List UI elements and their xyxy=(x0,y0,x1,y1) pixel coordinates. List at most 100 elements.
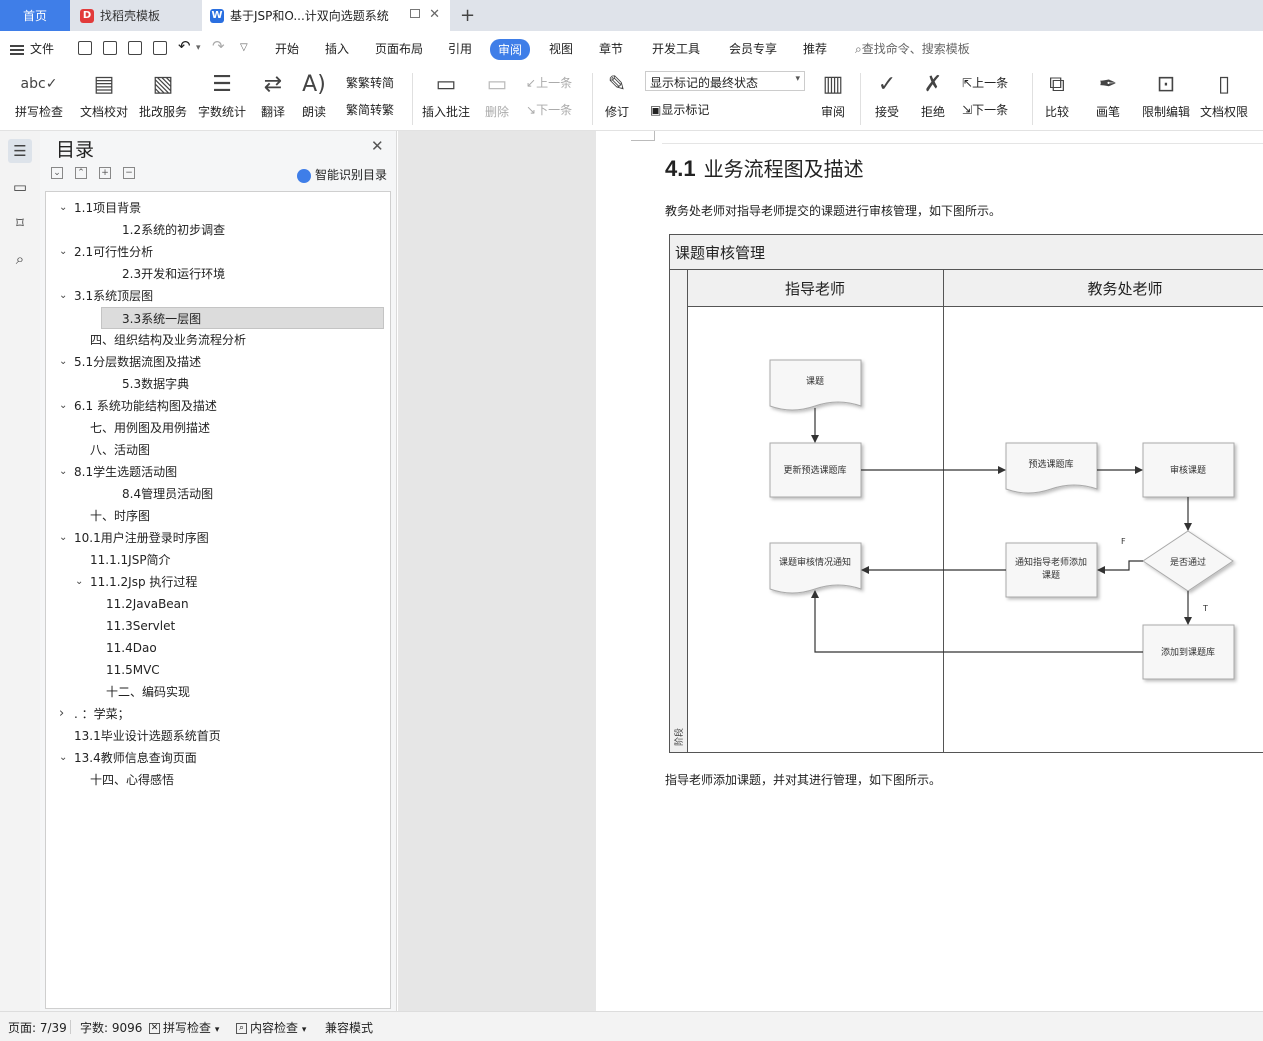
pen-button[interactable]: ✒ 画笔 xyxy=(1092,67,1124,131)
toc-item[interactable]: 2.3开发和运行环境 xyxy=(122,263,225,285)
toc-item[interactable]: ⌄5.1分层数据流图及描述 xyxy=(59,351,201,373)
toc-item[interactable]: 十四、心得感悟 xyxy=(90,769,174,791)
show-markup-button[interactable]: ▣显示标记 xyxy=(650,101,709,118)
batch-service-button[interactable]: ▧ 批改服务 xyxy=(136,67,190,131)
customize-toolbar-icon[interactable]: ▽ xyxy=(240,42,248,53)
toc-item[interactable]: 11.2JavaBean xyxy=(106,593,189,615)
restrict-edit-button[interactable]: ⊡ 限制编辑 xyxy=(1138,67,1194,131)
toc-item[interactable]: 11.5MVC xyxy=(106,659,160,681)
toc-item[interactable]: 5.3数据字典 xyxy=(122,373,189,395)
toc-item[interactable]: 十、时序图 xyxy=(90,505,150,527)
export-pdf-icon[interactable] xyxy=(103,41,117,55)
toc-item[interactable]: ⌄2.1可行性分析 xyxy=(59,241,153,263)
toc-item[interactable]: ›. ：学菜； xyxy=(59,703,130,725)
toc-item[interactable]: ⌄3.1系统顶层图 xyxy=(59,285,153,307)
menu-references[interactable]: 引用 xyxy=(448,42,473,56)
find-icon[interactable]: ⌕ xyxy=(15,250,25,268)
toc-item[interactable]: ⌄6.1 系统功能结构图及描述 xyxy=(59,395,217,417)
collapse-all-icon[interactable]: ⌃ xyxy=(75,167,87,179)
simp-to-trad-button[interactable]: 繁简转繁 xyxy=(346,101,394,118)
delete-comment-button[interactable]: ▭ 删除 xyxy=(478,67,516,131)
menu-insert[interactable]: 插入 xyxy=(325,42,350,56)
command-search[interactable]: ⌕查找命令、搜索模板 xyxy=(855,40,970,57)
menu-developer[interactable]: 开发工具 xyxy=(652,42,701,56)
translate-button[interactable]: ⇄ 翻译 xyxy=(254,67,292,131)
read-aloud-button[interactable]: A) 朗读 xyxy=(296,67,332,131)
content-check-status[interactable]: ⌕内容检查 ▾ xyxy=(236,1019,306,1036)
chevron-down-icon[interactable]: ⌄ xyxy=(59,532,68,543)
prev-change-button[interactable]: ⇱上一条 xyxy=(962,74,1008,91)
toc-item[interactable]: ⌄8.1学生选题活动图 xyxy=(59,461,177,483)
redo-icon[interactable]: ↷ xyxy=(212,37,225,55)
toc-item[interactable]: ⌄10.1用户注册登录时序图 xyxy=(59,527,209,549)
toc-item[interactable]: ⌄1.1项目背景 xyxy=(59,197,141,219)
file-menu-button[interactable]: 文件 xyxy=(10,40,54,57)
toc-item[interactable]: 11.1.1JSP简介 xyxy=(90,549,171,571)
toc-item[interactable]: 8.4管理员活动图 xyxy=(122,483,213,505)
toc-item[interactable]: ⌄13.4教师信息查询页面 xyxy=(59,747,197,769)
print-icon[interactable] xyxy=(128,41,142,55)
save-icon[interactable] xyxy=(78,41,92,55)
markup-state-select[interactable]: 显示标记的最终状态▾ xyxy=(645,71,805,91)
add-heading-icon[interactable]: + xyxy=(99,167,111,179)
doc-permission-button[interactable]: ▯ 文档权限 xyxy=(1198,67,1250,131)
toc-item[interactable]: 3.3系统一层图 xyxy=(101,307,384,329)
word-count-button[interactable]: ☰ 字数统计 xyxy=(194,67,250,131)
restore-window-icon[interactable] xyxy=(410,9,420,18)
spellcheck-status[interactable]: ✕拼写检查 ▾ xyxy=(149,1019,219,1036)
reject-button[interactable]: ✗ 拒绝 xyxy=(914,67,952,131)
chevron-down-icon[interactable]: ⌄ xyxy=(59,246,68,257)
review-pane-button[interactable]: ▥ 审阅 xyxy=(814,67,852,131)
compare-button[interactable]: ⧉ 比较 xyxy=(1038,67,1076,131)
chevron-down-icon[interactable]: ⌄ xyxy=(59,356,68,367)
toc-icon[interactable]: ☰ xyxy=(8,139,32,163)
tab-document[interactable]: W 基于JSP和O...计双向选题系统 ✕ xyxy=(202,0,450,31)
next-change-button[interactable]: ⇲下一条 xyxy=(962,101,1008,118)
print-preview-icon[interactable] xyxy=(153,41,167,55)
chevron-down-icon[interactable]: ⌄ xyxy=(59,466,68,477)
toc-item[interactable]: 十二、编码实现 xyxy=(106,681,190,703)
spellcheck-button[interactable]: abc✓ 拼写检查 xyxy=(8,67,70,131)
close-tab-icon[interactable]: ✕ xyxy=(429,7,440,22)
chevron-right-icon[interactable]: › xyxy=(59,706,65,721)
word-count[interactable]: 字数: 9096 xyxy=(80,1021,143,1035)
toc-item[interactable]: 七、用例图及用例描述 xyxy=(90,417,210,439)
menu-section[interactable]: 章节 xyxy=(599,42,624,56)
expand-all-icon[interactable]: ⌄ xyxy=(51,167,63,179)
chevron-down-icon[interactable]: ⌄ xyxy=(59,202,68,213)
chevron-down-icon[interactable]: ⌄ xyxy=(59,752,68,763)
menu-home[interactable]: 开始 xyxy=(275,42,300,56)
toc-item[interactable]: ⌄11.1.2Jsp 执行过程 xyxy=(75,571,197,593)
toc-item[interactable]: 11.4Dao xyxy=(106,637,157,659)
chevron-down-icon[interactable]: ⌄ xyxy=(59,290,68,301)
undo-dropdown-icon[interactable]: ▾ xyxy=(196,43,201,53)
bookmark-icon[interactable]: ⌑ xyxy=(16,214,24,232)
proofread-button[interactable]: ▤ 文档校对 xyxy=(76,67,132,131)
page-indicator[interactable]: 页面: 7/39 xyxy=(8,1021,67,1035)
toc-item[interactable]: 四、组织结构及业务流程分析 xyxy=(90,329,246,351)
prev-comment-button[interactable]: ↙上一条 xyxy=(526,74,572,91)
menu-view[interactable]: 视图 xyxy=(549,42,574,56)
menu-membership[interactable]: 会员专享 xyxy=(729,42,778,56)
toc-item[interactable]: 11.3Servlet xyxy=(106,615,175,637)
accept-button[interactable]: ✓ 接受 xyxy=(868,67,906,131)
menu-page-layout[interactable]: 页面布局 xyxy=(375,42,424,56)
tab-daoke-templates[interactable]: D 找稻壳模板 xyxy=(72,0,200,31)
insert-comment-button[interactable]: ▭ 插入批注 xyxy=(420,67,472,131)
tab-home[interactable]: 首页 xyxy=(0,0,70,31)
chevron-down-icon[interactable]: ⌄ xyxy=(75,576,84,587)
next-comment-button[interactable]: ↘下一条 xyxy=(526,101,572,118)
toc-item[interactable]: 八、活动图 xyxy=(90,439,150,461)
new-tab-button[interactable]: + xyxy=(460,5,476,26)
trad-to-simp-button[interactable]: 繁繁转简 xyxy=(346,74,394,91)
track-changes-button[interactable]: ✎ 修订 xyxy=(598,67,636,131)
toc-item[interactable]: 13.1毕业设计选题系统首页 xyxy=(74,725,221,747)
remove-heading-icon[interactable]: − xyxy=(123,167,135,179)
smart-toc-button[interactable]: 智能识别目录 xyxy=(297,166,387,183)
undo-icon[interactable]: ↶ xyxy=(178,37,191,55)
chevron-down-icon[interactable]: ⌄ xyxy=(59,400,68,411)
menu-review[interactable]: 审阅 xyxy=(490,39,531,60)
close-icon[interactable]: ✕ xyxy=(371,137,384,155)
menu-recommend[interactable]: 推荐 xyxy=(803,42,828,56)
